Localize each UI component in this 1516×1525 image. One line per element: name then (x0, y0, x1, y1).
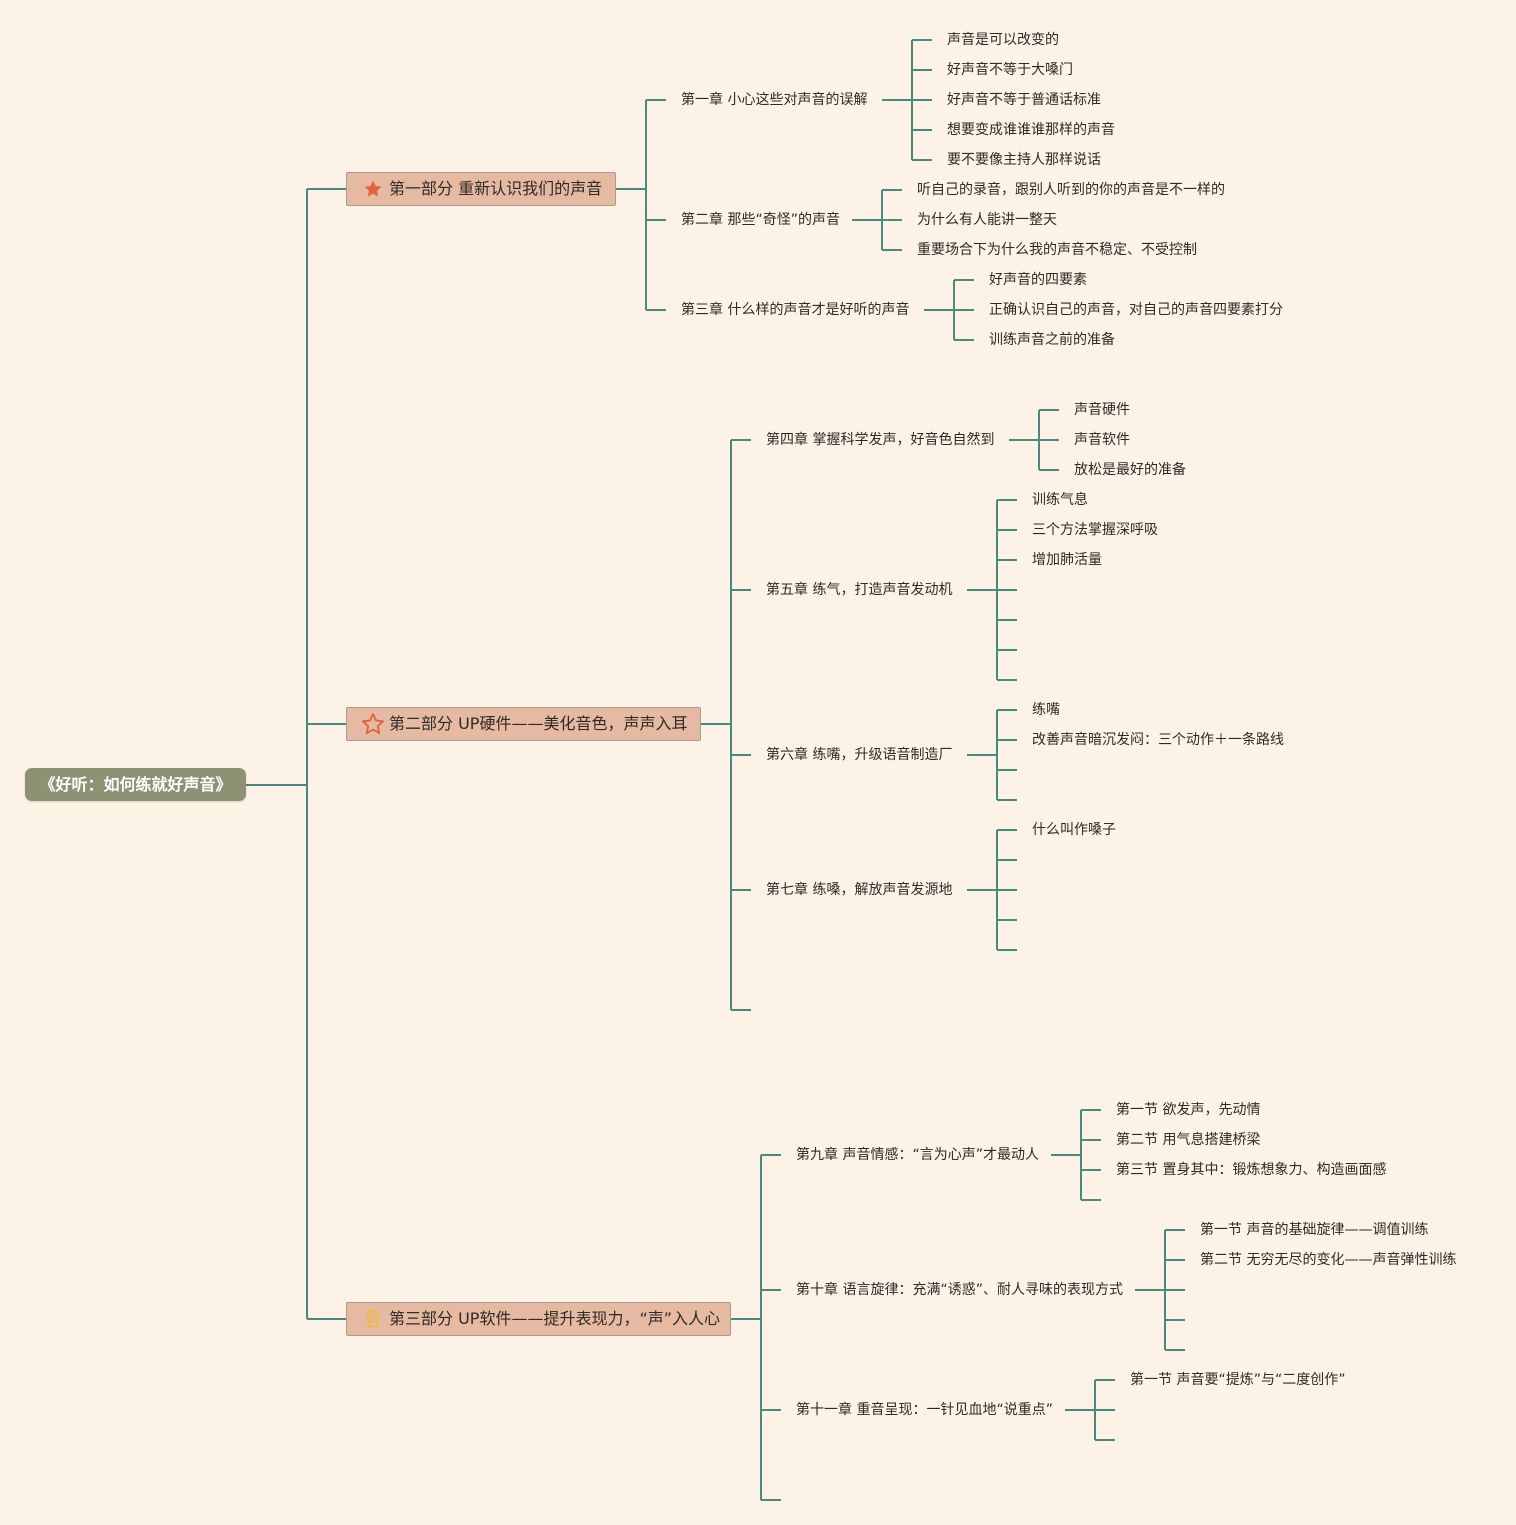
subtopic[interactable]: 什么叫作嗓子 (1032, 822, 1116, 838)
chapter-topic[interactable]: 第十章 语言旋律：充满“诱惑”、耐人寻味的表现方式 (796, 1282, 1123, 1298)
subtopic[interactable]: 增加肺活量 (1032, 552, 1102, 568)
subtopic[interactable]: 第三节 置身其中：锻炼想象力、构造画面感 (1116, 1162, 1387, 1178)
subtopic[interactable]: 练嘴 (1032, 702, 1060, 718)
part-topic-1[interactable]: 第一部分 重新认识我们的声音 (346, 172, 616, 206)
subtopic[interactable]: 要不要像主持人那样说话 (947, 152, 1101, 168)
chapter-topic[interactable]: 第二章 那些“奇怪”的声音 (681, 212, 840, 228)
subtopic[interactable]: 好声音的四要素 (989, 272, 1087, 288)
outline-star-icon (361, 712, 385, 736)
subtopic[interactable]: 听自己的录音，跟别人听到的你的声音是不一样的 (917, 182, 1225, 198)
subtopic[interactable]: 改善声音暗沉发闷：三个动作＋一条路线 (1032, 732, 1284, 748)
filled-star-icon (361, 177, 385, 201)
subtopic[interactable]: 声音软件 (1074, 432, 1130, 448)
subtopic[interactable]: 声音硬件 (1074, 402, 1130, 418)
chapter-topic[interactable]: 第十一章 重音呈现：一针见血地“说重点” (796, 1402, 1053, 1418)
subtopic[interactable]: 为什么有人能讲一整天 (917, 212, 1057, 228)
subtopic[interactable]: 放松是最好的准备 (1074, 462, 1186, 478)
chapter-topic[interactable]: 第四章 掌握科学发声，好音色自然到 (766, 432, 995, 448)
subtopic[interactable]: 第一节 欲发声，先动情 (1116, 1102, 1261, 1118)
subtopic[interactable]: 想要变成谁谁谁那样的声音 (947, 122, 1115, 138)
chapter-topic[interactable]: 第五章 练气，打造声音发动机 (766, 582, 953, 598)
part-label: 第一部分 重新认识我们的声音 (389, 179, 603, 198)
subtopic[interactable]: 好声音不等于大嗓门 (947, 62, 1073, 78)
subtopic[interactable]: 正确认识自己的声音，对自己的声音四要素打分 (989, 302, 1283, 318)
chapter-topic[interactable]: 第六章 练嘴，升级语音制造厂 (766, 747, 953, 763)
subtopic[interactable]: 第一节 声音的基础旋律——调值训练 (1200, 1222, 1429, 1238)
subtopic[interactable]: 训练气息 (1032, 492, 1088, 508)
part-topic-3[interactable]: 第三部分 UP软件——提升表现力，“声”入人心 (346, 1302, 731, 1336)
subtopic[interactable]: 第二节 用气息搭建桥梁 (1116, 1132, 1261, 1148)
subtopic[interactable]: 三个方法掌握深呼吸 (1032, 522, 1158, 538)
chapter-topic[interactable]: 第七章 练嗓，解放声音发源地 (766, 882, 953, 898)
part-label: 第三部分 UP软件——提升表现力，“声”入人心 (389, 1309, 721, 1328)
subtopic[interactable]: 第二节 无穷无尽的变化——声音弹性训练 (1200, 1252, 1457, 1268)
chapter-topic[interactable]: 第一章 小心这些对声音的误解 (681, 92, 868, 108)
subtopic[interactable]: 重要场合下为什么我的声音不稳定、不受控制 (917, 242, 1197, 258)
subtopic[interactable]: 好声音不等于普通话标准 (947, 92, 1101, 108)
chapter-topic[interactable]: 第九章 声音情感：“言为心声”才最动人 (796, 1147, 1039, 1163)
subtopic[interactable]: 第一节 声音要“提炼”与“二度创作” (1130, 1372, 1346, 1388)
part-topic-2[interactable]: 第二部分 UP硬件——美化音色，声声入耳 (346, 707, 701, 741)
part-label: 第二部分 UP硬件——美化音色，声声入耳 (389, 714, 688, 733)
subtopic[interactable]: 声音是可以改变的 (947, 32, 1059, 48)
root-topic[interactable]: 《好听：如何练就好声音》 (25, 768, 246, 801)
medal-icon (361, 1307, 385, 1331)
subtopic[interactable]: 训练声音之前的准备 (989, 332, 1115, 348)
chapter-topic[interactable]: 第三章 什么样的声音才是好听的声音 (681, 302, 910, 318)
